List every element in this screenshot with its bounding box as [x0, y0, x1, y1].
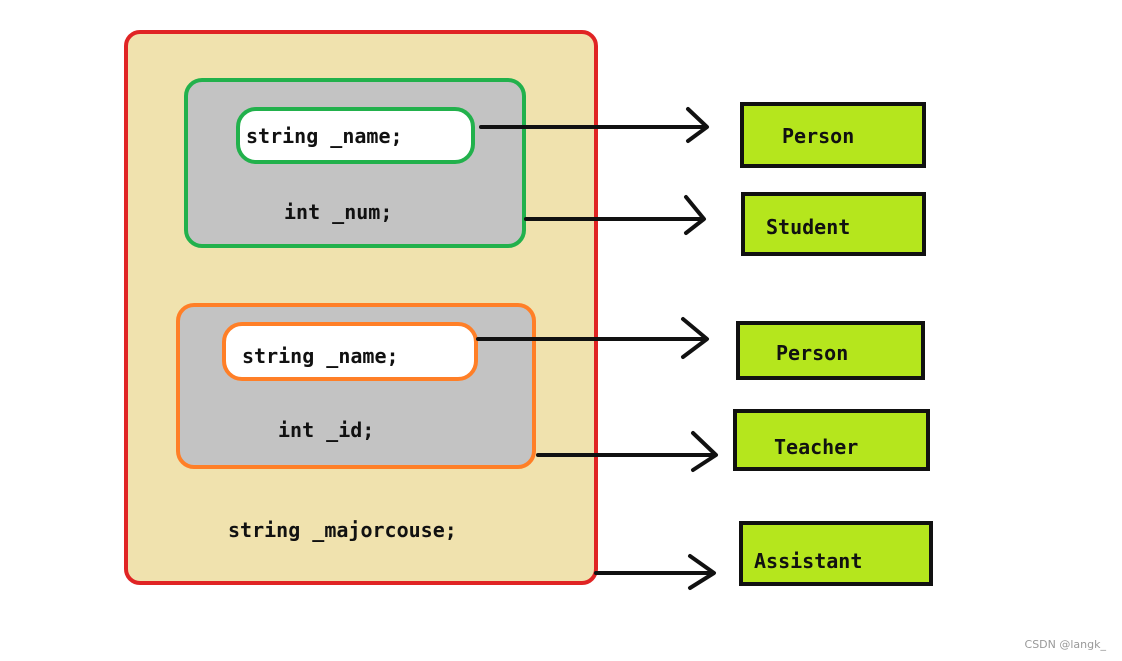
class-student: Student	[741, 192, 926, 256]
student-num-field: int _num;	[284, 200, 393, 224]
class-person-1-label: Person	[782, 124, 855, 148]
class-person-2: Person	[736, 321, 925, 380]
assistant-majorcouse-field: string _majorcouse;	[228, 518, 457, 542]
class-person-2-label: Person	[776, 341, 849, 365]
arrow-to-person-2	[476, 317, 709, 359]
arrow-to-teacher	[536, 431, 718, 472]
class-assistant: Assistant	[739, 521, 933, 586]
watermark: CSDN @langk_	[1024, 638, 1106, 651]
class-person-1: Person	[740, 102, 926, 168]
teacher-name-field: string _name;	[242, 344, 399, 368]
arrow-to-person-1	[479, 107, 709, 143]
teacher-id-field: int _id;	[278, 418, 375, 442]
class-assistant-label: Assistant	[754, 549, 863, 573]
arrow-to-student	[524, 195, 706, 235]
class-teacher: Teacher	[733, 409, 930, 471]
student-name-field: string _name;	[246, 124, 403, 148]
student-person-subobject	[236, 107, 475, 164]
class-teacher-label: Teacher	[774, 435, 859, 459]
class-student-label: Student	[766, 215, 851, 239]
arrow-to-assistant	[594, 554, 716, 590]
teacher-person-subobject	[222, 322, 478, 381]
